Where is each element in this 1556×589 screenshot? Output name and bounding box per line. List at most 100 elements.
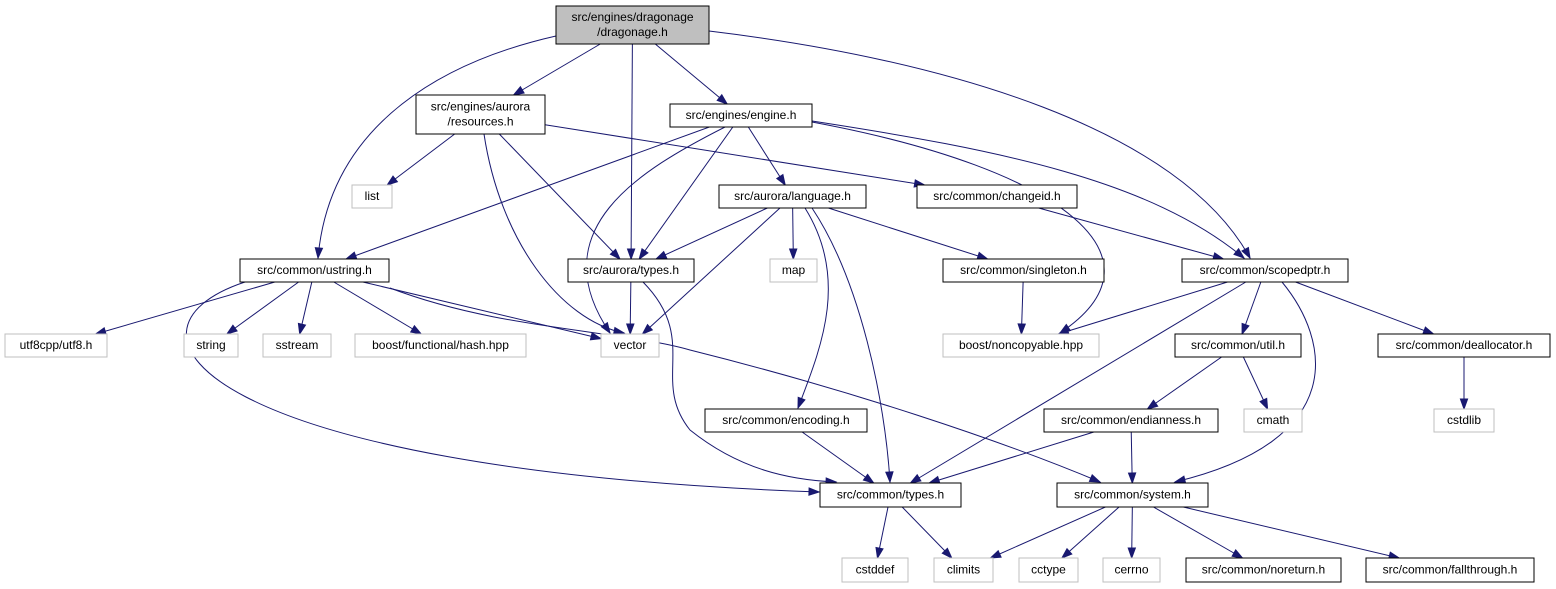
edge-language-to-singleton xyxy=(828,207,989,260)
edge-util-to-cmath xyxy=(1242,356,1269,411)
node-util[interactable]: src/common/util.h xyxy=(1174,333,1302,358)
node-label: utf8cpp/utf8.h xyxy=(20,338,93,352)
node-label: climits xyxy=(947,563,980,577)
node-climits: climits xyxy=(933,557,994,583)
node-box xyxy=(1377,333,1551,358)
edge-util-to-endianness xyxy=(1146,356,1222,410)
node-label: src/common/system.h xyxy=(1074,488,1191,502)
node-label: src/engines/engine.h xyxy=(686,108,797,122)
node-ustring[interactable]: src/common/ustring.h xyxy=(239,258,390,283)
node-cerrno: cerrno xyxy=(1102,557,1161,583)
node-label: boost/functional/hash.hpp xyxy=(372,338,509,352)
node-label: src/common/types.h xyxy=(837,488,944,502)
edge-system-to-cctype xyxy=(1060,506,1120,559)
node-label: list xyxy=(365,189,380,203)
node-system[interactable]: src/common/system.h xyxy=(1056,482,1209,508)
node-vector: vector xyxy=(600,333,660,358)
node-box xyxy=(942,333,1100,358)
node-hash: boost/functional/hash.hpp xyxy=(354,333,527,358)
node-label: src/engines/dragonage xyxy=(571,10,693,24)
edge-engine-to-vector xyxy=(586,126,726,335)
node-box xyxy=(669,103,813,128)
node-box xyxy=(239,258,390,283)
edge-engine-to-language xyxy=(747,126,786,187)
edge-system-to-fallthrough xyxy=(1183,506,1401,560)
node-box xyxy=(4,333,108,358)
node-box xyxy=(916,184,1078,209)
node-label: src/common/changeid.h xyxy=(933,189,1060,203)
node-endianness[interactable]: src/common/endianness.h xyxy=(1043,408,1219,433)
node-label: cerrno xyxy=(1114,563,1148,577)
edge-resources-to-changeid xyxy=(544,124,927,188)
node-string: string xyxy=(183,333,239,358)
node-singleton[interactable]: src/common/singleton.h xyxy=(942,258,1105,283)
node-label: cstdlib xyxy=(1447,413,1481,427)
node-box xyxy=(769,258,818,283)
edge-system-to-cerrno xyxy=(1127,506,1137,560)
edges-layer xyxy=(94,30,1469,560)
node-cmath: cmath xyxy=(1243,408,1303,433)
node-fallthrough[interactable]: src/common/fallthrough.h xyxy=(1365,557,1535,583)
node-utf8: utf8cpp/utf8.h xyxy=(4,333,108,358)
node-label: /resources.h xyxy=(447,115,513,129)
edge-dragonage-to-scopedptr xyxy=(708,30,1251,260)
edge-ustring-to-vector xyxy=(362,281,603,341)
node-box xyxy=(718,184,867,209)
edge-ustring-to-string xyxy=(225,281,299,335)
node-box xyxy=(1018,557,1079,583)
edge-language-to-map xyxy=(788,207,798,261)
node-box xyxy=(841,557,909,583)
node-scopedptr[interactable]: src/common/scopedptr.h xyxy=(1181,258,1349,283)
edge-scopedptr-to-deallocator xyxy=(1295,281,1435,335)
node-label: cctype xyxy=(1031,563,1066,577)
edge-system-to-noreturn xyxy=(1153,506,1244,559)
node-box xyxy=(262,333,332,358)
node-noreturn[interactable]: src/common/noreturn.h xyxy=(1185,557,1342,583)
edge-engine-to-scopedptr xyxy=(811,120,1246,259)
node-label: cstddef xyxy=(856,563,895,577)
node-encoding[interactable]: src/common/encoding.h xyxy=(704,408,868,433)
edge-resources-to-aurora_types xyxy=(498,133,621,261)
node-label: sstream xyxy=(276,338,319,352)
node-resources[interactable]: src/engines/aurora/resources.h xyxy=(415,94,546,135)
node-box xyxy=(933,557,994,583)
node-changeid[interactable]: src/common/changeid.h xyxy=(916,184,1078,209)
edge-resources-to-list xyxy=(386,133,455,186)
edge-language-to-encoding xyxy=(797,207,829,410)
node-label: src/aurora/language.h xyxy=(734,189,851,203)
edge-deallocator-to-cstdlib xyxy=(1459,357,1469,411)
node-cstdlib: cstdlib xyxy=(1433,408,1495,433)
edge-dragonage-to-aurora_types xyxy=(626,43,636,261)
node-label: src/common/singleton.h xyxy=(960,263,1087,277)
node-dragonage[interactable]: src/engines/dragonage/dragonage.h xyxy=(555,5,710,45)
edge-ustring-to-utf8 xyxy=(94,281,276,336)
edge-aurora_types-to-vector xyxy=(625,281,635,336)
node-engine[interactable]: src/engines/engine.h xyxy=(669,103,813,128)
node-label: src/common/ustring.h xyxy=(257,263,372,277)
node-box xyxy=(415,94,546,135)
edge-language-to-aurora_types xyxy=(654,207,768,260)
node-cctype: cctype xyxy=(1018,557,1079,583)
edge-ustring-to-common_types xyxy=(185,281,821,496)
node-common_types[interactable]: src/common/types.h xyxy=(819,482,962,508)
node-deallocator[interactable]: src/common/deallocator.h xyxy=(1377,333,1551,358)
node-box xyxy=(704,408,868,433)
node-aurora_types[interactable]: src/aurora/types.h xyxy=(567,258,695,283)
node-box xyxy=(819,482,962,508)
node-map: map xyxy=(769,258,818,283)
edge-engine-to-aurora_types xyxy=(638,126,734,261)
edge-engine-to-ustring xyxy=(344,126,710,260)
node-list: list xyxy=(351,184,393,209)
edge-system-to-climits xyxy=(989,506,1106,559)
node-label: src/common/util.h xyxy=(1191,338,1285,352)
node-box xyxy=(1185,557,1342,583)
edge-endianness-to-system xyxy=(1127,431,1137,485)
node-sstream: sstream xyxy=(262,333,332,358)
node-box xyxy=(1433,408,1495,433)
node-language[interactable]: src/aurora/language.h xyxy=(718,184,867,209)
edge-encoding-to-common_types xyxy=(801,431,875,484)
node-label: cmath xyxy=(1257,413,1290,427)
node-box xyxy=(1056,482,1209,508)
node-label: src/engines/aurora xyxy=(431,100,531,114)
